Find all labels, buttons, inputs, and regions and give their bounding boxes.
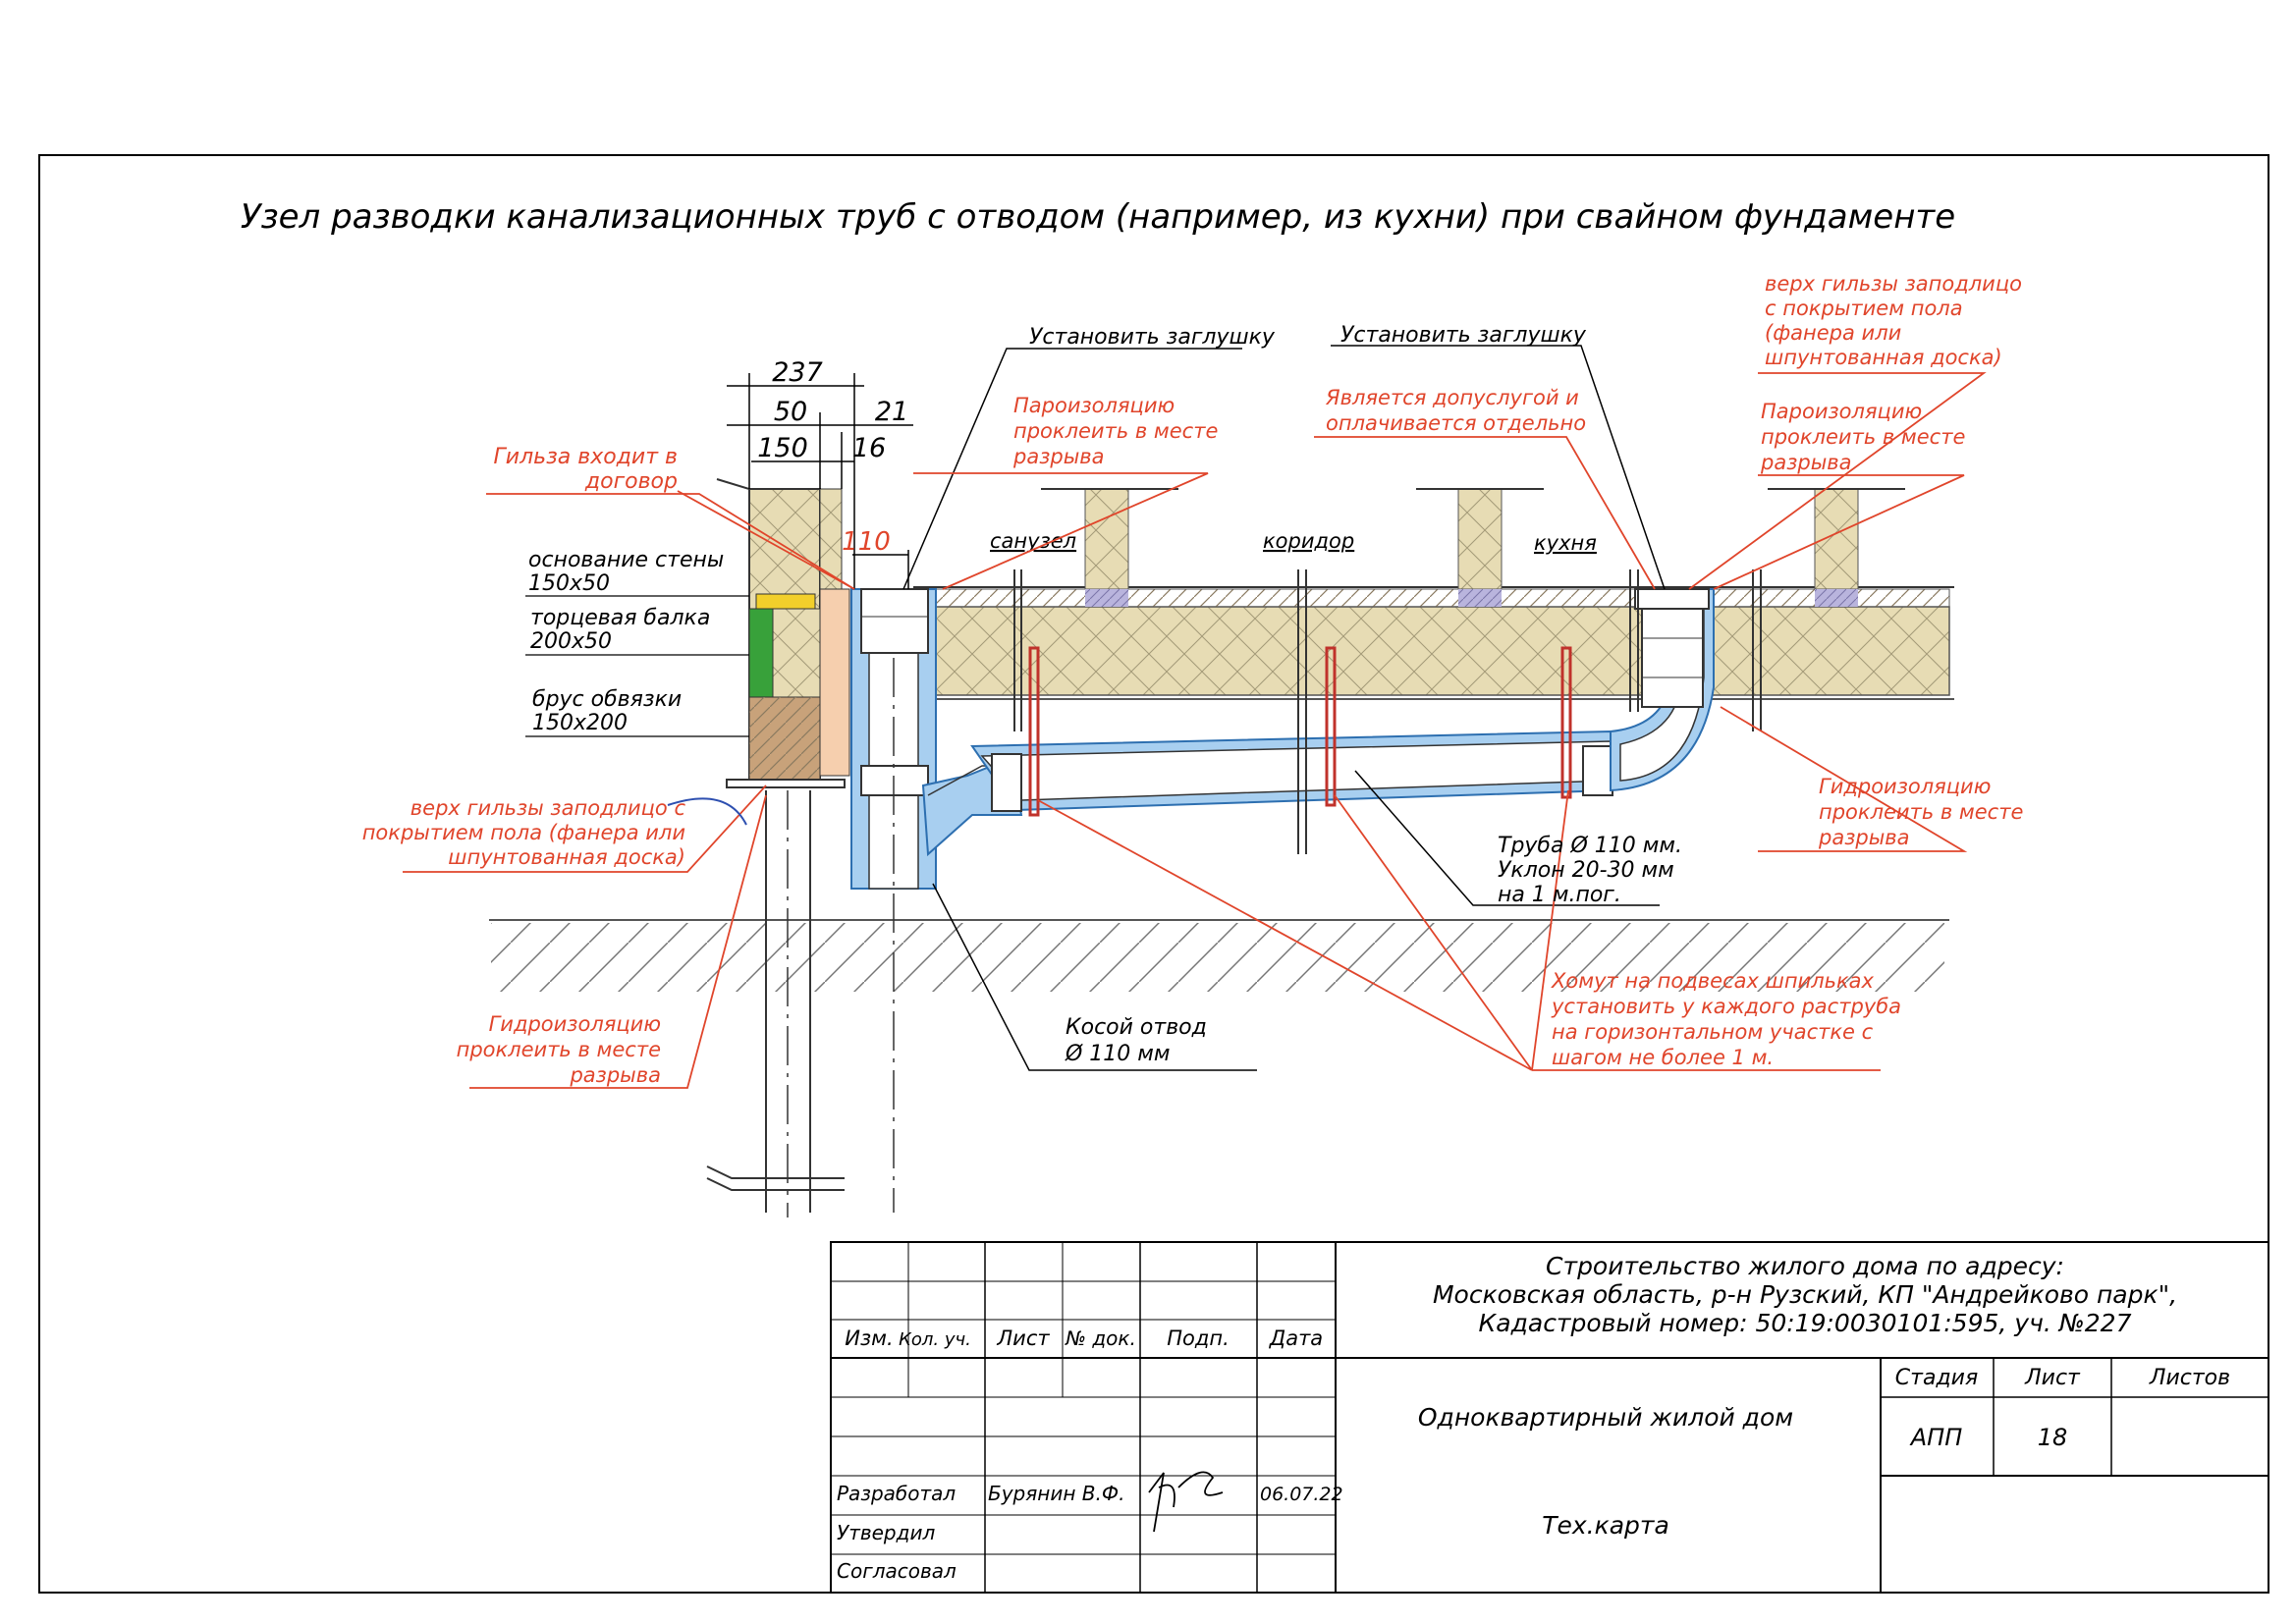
note-gidro-left-1: Гидроизоляцию <box>489 1012 661 1036</box>
note-kosoy-2: Ø 110 мм <box>1065 1042 1171 1066</box>
note-gidro-right-3: разрыва <box>1818 826 1910 849</box>
note-paro-left-3: разрыва <box>1012 445 1105 468</box>
note-paro-right-3: разрыва <box>1760 451 1852 474</box>
label-brus: брус обвязки <box>532 687 682 712</box>
dim-237: 237 <box>772 357 823 388</box>
note-homut-4: шагом не более 1 м. <box>1552 1046 1774 1069</box>
dim-110: 110 <box>842 527 891 557</box>
tb-razrab: Разработал <box>837 1482 956 1505</box>
dim-150: 150 <box>757 433 808 463</box>
note-homut-2: установить у каждого раструба <box>1551 995 1901 1018</box>
leaders-red <box>403 372 1987 1089</box>
note-paro-right-2: проклеить в месте <box>1761 425 1965 449</box>
note-verh-top-2: с покрытием пола <box>1765 297 1963 320</box>
note-zaglushka-right: Установить заглушку <box>1340 323 1587 348</box>
dim-50: 50 <box>774 397 807 427</box>
tb-stadiya: АПП <box>1909 1424 1963 1451</box>
vertical-riser <box>850 588 1023 1213</box>
label-balka-size: 200x50 <box>530 629 612 654</box>
dim-21: 21 <box>875 397 908 427</box>
room-koridor: коридор <box>1263 529 1354 553</box>
pile <box>706 790 845 1217</box>
note-verh-top-3: (фанера или <box>1765 321 1901 345</box>
floor-insulation <box>913 586 1954 700</box>
note-paro-right-1: Пароизоляцию <box>1761 400 1922 423</box>
note-kosoy-1: Косой отвод <box>1066 1015 1207 1040</box>
blue-arrow <box>667 797 747 826</box>
tb-podp: Подп. <box>1167 1326 1230 1350</box>
note-paro-left-2: проклеить в месте <box>1013 419 1218 443</box>
note-verh-top-1: верх гильзы заподлицо <box>1765 272 2022 296</box>
tb-list-h: Лист <box>996 1326 1050 1350</box>
tb-data: Дата <box>1269 1326 1323 1350</box>
tb-developer: Бурянин В.Ф. <box>988 1482 1124 1505</box>
tb-ndok: № док. <box>1065 1326 1136 1350</box>
ground <box>489 919 1949 992</box>
note-homut-1: Хомут на подвесах шпильках <box>1551 969 1875 993</box>
note-dop-2: оплачивается отдельно <box>1326 411 1586 435</box>
label-osnovanie: основание стены <box>528 548 724 572</box>
hangers <box>1028 646 1572 817</box>
note-truba-2: Уклон 20-30 мм <box>1498 858 1674 883</box>
note-gilza-1: Гильза входит в <box>494 445 678 469</box>
tb-kol: Кол. уч. <box>899 1329 971 1350</box>
note-zaglushka-left: Установить заглушку <box>1029 325 1276 350</box>
tb-col-list: Лист <box>2024 1366 2081 1390</box>
note-verh-top-4: шпунтованная доска) <box>1765 346 2002 369</box>
note-truba-1: Труба Ø 110 мм. <box>1498 834 1682 858</box>
dim-16: 16 <box>852 433 886 463</box>
label-brus-size: 150x200 <box>532 711 628 735</box>
note-verh-left-1: верх гильзы заподлицо с <box>410 796 686 820</box>
joists <box>1013 569 1762 854</box>
tb-utverdil: Утвердил <box>837 1521 935 1544</box>
note-paro-left-1: Пароизоляцию <box>1013 394 1175 417</box>
tb-building: Одноквартирный жилой дом <box>1418 1403 1793 1432</box>
tb-izm: Изм. <box>845 1326 893 1350</box>
horizontal-pipe <box>970 588 1715 812</box>
note-gilza-2: договор <box>584 469 678 494</box>
drawing-title: Узел разводки канализационных труб с отв… <box>241 197 1955 237</box>
tb-col-stadiya: Стадия <box>1895 1366 1978 1390</box>
dimension-lines <box>727 373 913 589</box>
note-gidro-left-2: проклеить в месте <box>457 1038 661 1061</box>
label-osnovanie-size: 150x50 <box>528 571 610 596</box>
tb-project-2: Московская область, р-н Рузский, КП "Анд… <box>1433 1280 2177 1309</box>
tb-col-listov: Листов <box>2149 1366 2230 1390</box>
tb-project-1: Строительство жилого дома по адресу: <box>1546 1252 2064 1280</box>
note-truba-3: на 1 м.пог. <box>1498 883 1621 907</box>
note-gidro-right-1: Гидроизоляцию <box>1819 775 1991 798</box>
note-homut-3: на горизонтальном участке с <box>1552 1020 1874 1044</box>
wall-labels <box>525 595 749 737</box>
label-balka: торцевая балка <box>530 606 710 630</box>
note-dop-1: Является допуслугой и <box>1325 386 1579 409</box>
signature <box>1148 1471 1224 1533</box>
tb-date: 06.07.22 <box>1260 1484 1343 1505</box>
note-gidro-left-3: разрыва <box>569 1063 661 1087</box>
note-verh-left-3: шпунтованная доска) <box>448 845 685 869</box>
tb-sheet-name: Тех.карта <box>1542 1511 1669 1540</box>
tb-list: 18 <box>2038 1424 2068 1451</box>
note-gidro-right-2: проклеить в месте <box>1819 800 2023 824</box>
tb-soglasoval: Согласовал <box>837 1559 957 1583</box>
leaders-black <box>902 345 1666 1071</box>
title-block <box>830 1241 2269 1594</box>
tb-project-3: Кадастровый номер: 50:19:0030101:595, уч… <box>1479 1309 2132 1337</box>
room-kuhnya: кухня <box>1534 531 1597 555</box>
note-verh-left-2: покрытием пола (фанера или <box>362 821 685 844</box>
wall-section <box>716 478 850 788</box>
